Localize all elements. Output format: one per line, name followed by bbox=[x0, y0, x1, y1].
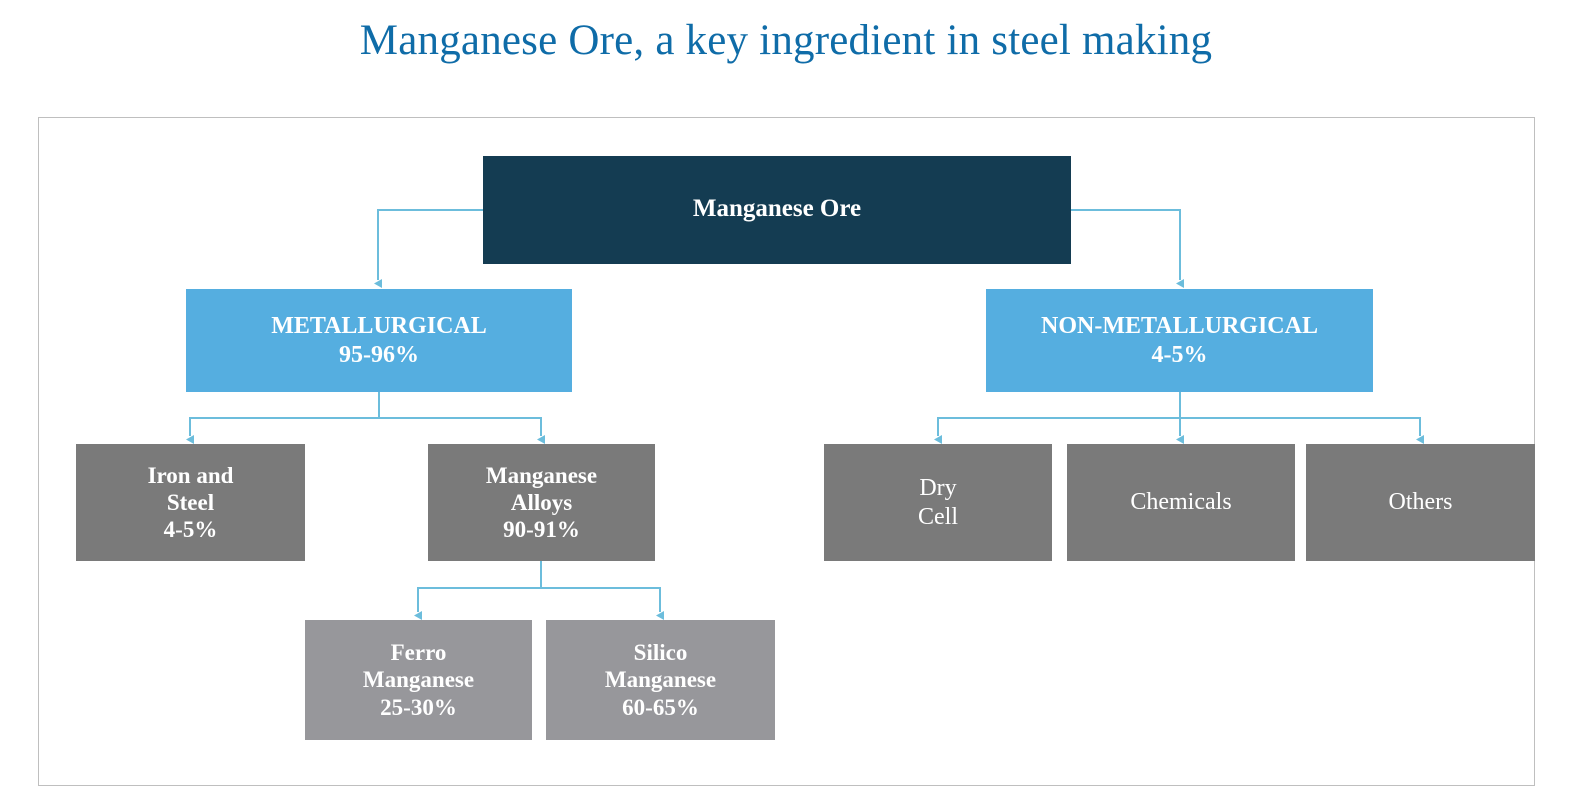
node-share: 90-91% bbox=[503, 517, 580, 543]
page-title: Manganese Ore, a key ingredient in steel… bbox=[359, 17, 1213, 64]
node-label: METALLURGICAL bbox=[271, 313, 487, 340]
node-share: 4-5% bbox=[163, 517, 218, 543]
node-label-line1: Ferro bbox=[390, 640, 447, 666]
node-label-line1: Dry bbox=[919, 475, 957, 502]
node-dry-cell[interactable]: Dry Cell bbox=[824, 444, 1052, 561]
node-label-line2: Manganese bbox=[604, 667, 717, 693]
node-label-line1: Others bbox=[1388, 489, 1453, 516]
node-label: Manganese Ore bbox=[692, 195, 862, 223]
node-label-line1: Chemicals bbox=[1130, 489, 1232, 516]
node-label: NON-METALLURGICAL bbox=[1041, 313, 1318, 340]
node-label-line1: Iron and bbox=[147, 462, 234, 488]
node-label-line1: Manganese bbox=[485, 462, 598, 488]
node-share: 60-65% bbox=[622, 694, 699, 720]
node-others[interactable]: Others bbox=[1306, 444, 1535, 561]
node-label-line2: Cell bbox=[918, 503, 958, 530]
node-metallurgical[interactable]: METALLURGICAL 95-96% bbox=[186, 289, 572, 392]
node-non-metallurgical[interactable]: NON-METALLURGICAL 4-5% bbox=[986, 289, 1373, 392]
node-share: 95-96% bbox=[339, 341, 419, 368]
node-chemicals[interactable]: Chemicals bbox=[1067, 444, 1295, 561]
node-label-line2: Steel bbox=[166, 489, 215, 515]
node-ferro-manganese[interactable]: Ferro Manganese 25-30% bbox=[305, 620, 532, 740]
node-label-line2: Alloys bbox=[510, 489, 573, 515]
node-label-line2: Manganese bbox=[362, 667, 475, 693]
node-iron-and-steel[interactable]: Iron and Steel 4-5% bbox=[76, 444, 305, 561]
node-share: 25-30% bbox=[380, 694, 457, 720]
node-manganese-alloys[interactable]: Manganese Alloys 90-91% bbox=[428, 444, 655, 561]
node-manganese-ore[interactable]: Manganese Ore bbox=[483, 156, 1071, 264]
node-label-line1: Silico bbox=[633, 640, 688, 666]
node-share: 4-5% bbox=[1151, 341, 1208, 368]
node-silico-manganese[interactable]: Silico Manganese 60-65% bbox=[546, 620, 775, 740]
